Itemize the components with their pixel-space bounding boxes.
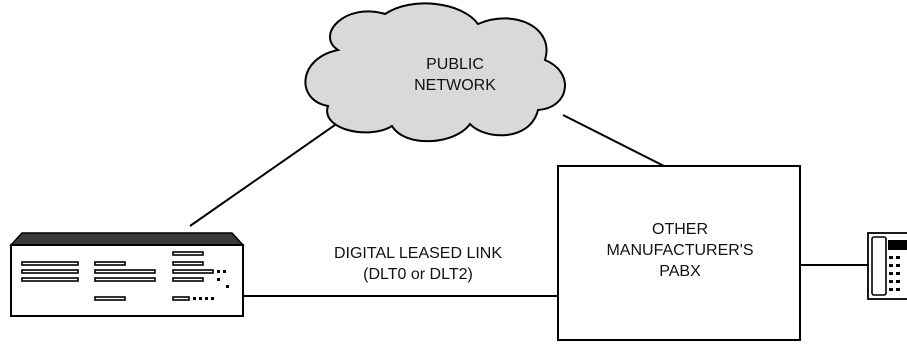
pabx-label: OTHER MANUFACTURER'S PABX <box>590 219 770 282</box>
pabx-label-line1: OTHER <box>652 221 708 238</box>
pabx-label-line2: MANUFACTURER'S <box>606 242 754 259</box>
cloud-to-pabx-line <box>562 114 665 167</box>
pbx-switch-icon <box>9 232 245 317</box>
desk-phone-icon <box>867 232 907 300</box>
pabx-box <box>557 165 801 341</box>
pabx-label-line3: PABX <box>659 263 701 280</box>
link-label-line1: DIGITAL LEASED LINK <box>333 245 503 262</box>
link-label-line2: (DLT0 or DLT2) <box>363 266 473 283</box>
cloud-label-line1: PUBLIC <box>426 56 484 73</box>
switch-to-cloud-line <box>189 117 346 227</box>
cloud-icon <box>304 2 566 143</box>
cloud-label: PUBLIC NETWORK <box>395 54 515 96</box>
link-label: DIGITAL LEASED LINK (DLT0 or DLT2) <box>298 243 538 285</box>
cloud-label-line2: NETWORK <box>414 77 496 94</box>
